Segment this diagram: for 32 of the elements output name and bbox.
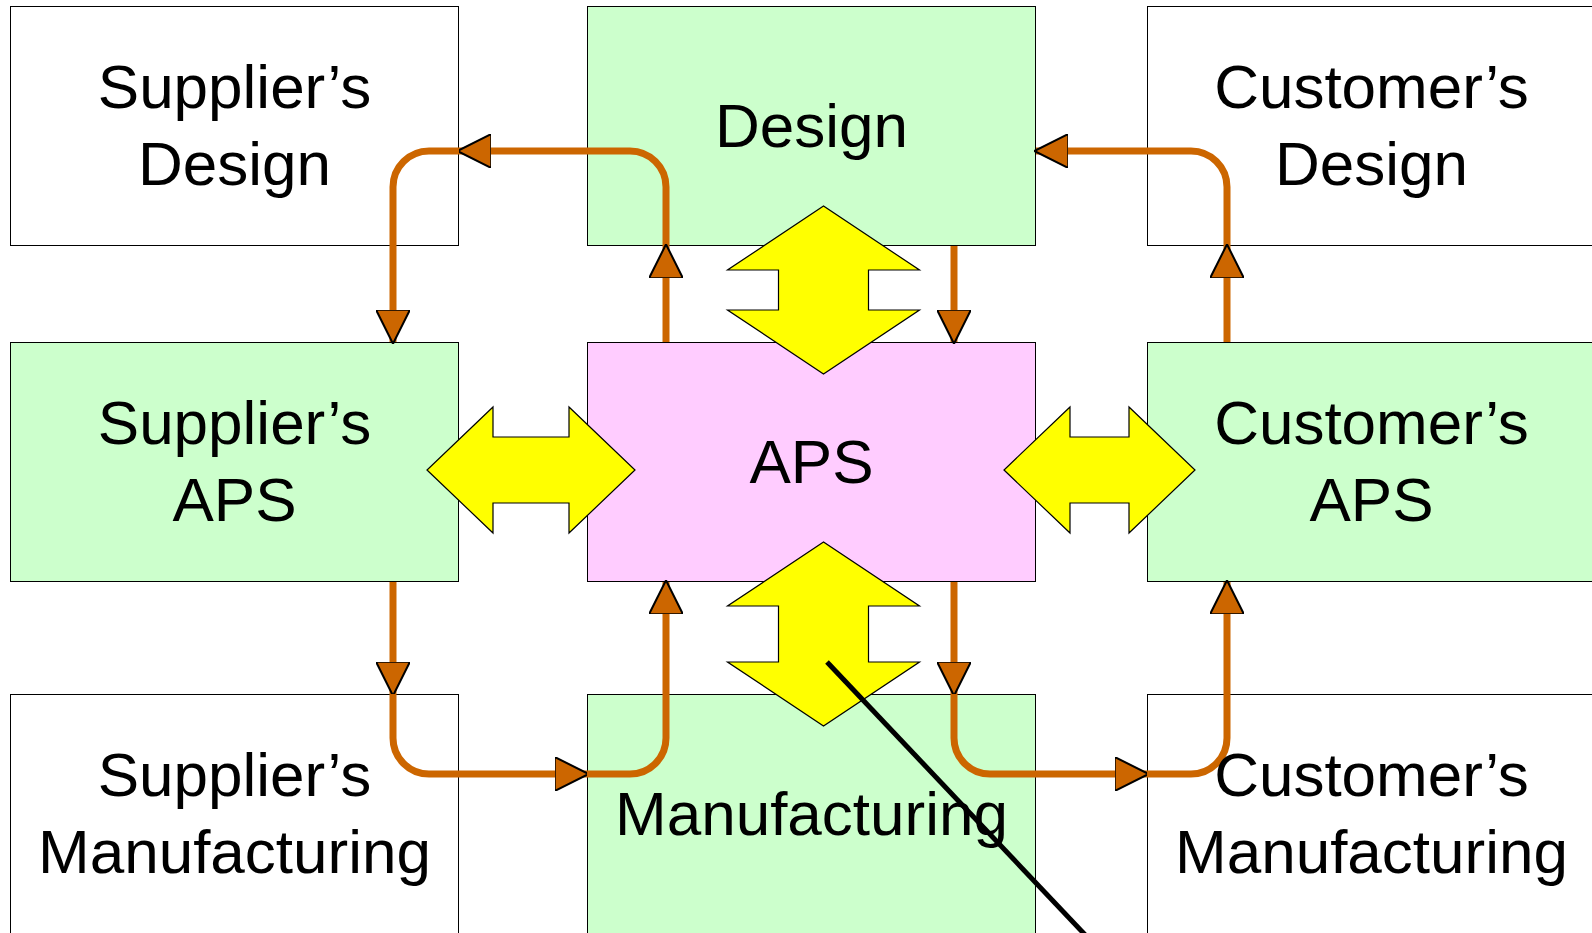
- flow-arrow: [648, 243, 684, 342]
- flow-arrow: [456, 133, 670, 246]
- design-box: [587, 6, 1036, 246]
- node-label: Customer’s Design: [1214, 51, 1529, 200]
- flow-arrow: [1209, 243, 1245, 342]
- flow-arrow: [375, 147, 459, 345]
- flow-arrow: [375, 582, 411, 697]
- node-label: APS: [749, 425, 874, 498]
- node-label: Supplier’s APS: [97, 387, 372, 536]
- flow-arrow: [936, 246, 972, 345]
- manufacturing-box: [10, 694, 459, 933]
- node-label: Design: [715, 89, 908, 162]
- aps-box: [1147, 342, 1592, 582]
- flow-arrow: [1033, 133, 1231, 246]
- node-label: Supplier’s Manufacturing: [38, 739, 431, 888]
- flow-arrow: [950, 694, 1150, 792]
- node-label: Supplier’s Design: [97, 51, 372, 200]
- design-box: [1147, 6, 1592, 246]
- design-box: [10, 6, 459, 246]
- aps-box: [587, 342, 1036, 582]
- flow-arrow: [936, 582, 972, 697]
- double-arrow: [426, 405, 636, 535]
- double-arrow: [725, 541, 922, 727]
- aps-box: [10, 342, 459, 582]
- manufacturing-box: [1147, 694, 1592, 933]
- flow-arrow: [1147, 579, 1245, 778]
- double-arrow: [725, 205, 922, 375]
- flow-arrow: [389, 694, 590, 792]
- node-label: Customer’s Manufacturing: [1175, 739, 1568, 888]
- flow-arrow: [587, 579, 684, 778]
- node-label: Customer’s APS: [1214, 387, 1529, 536]
- double-arrow: [1003, 405, 1196, 535]
